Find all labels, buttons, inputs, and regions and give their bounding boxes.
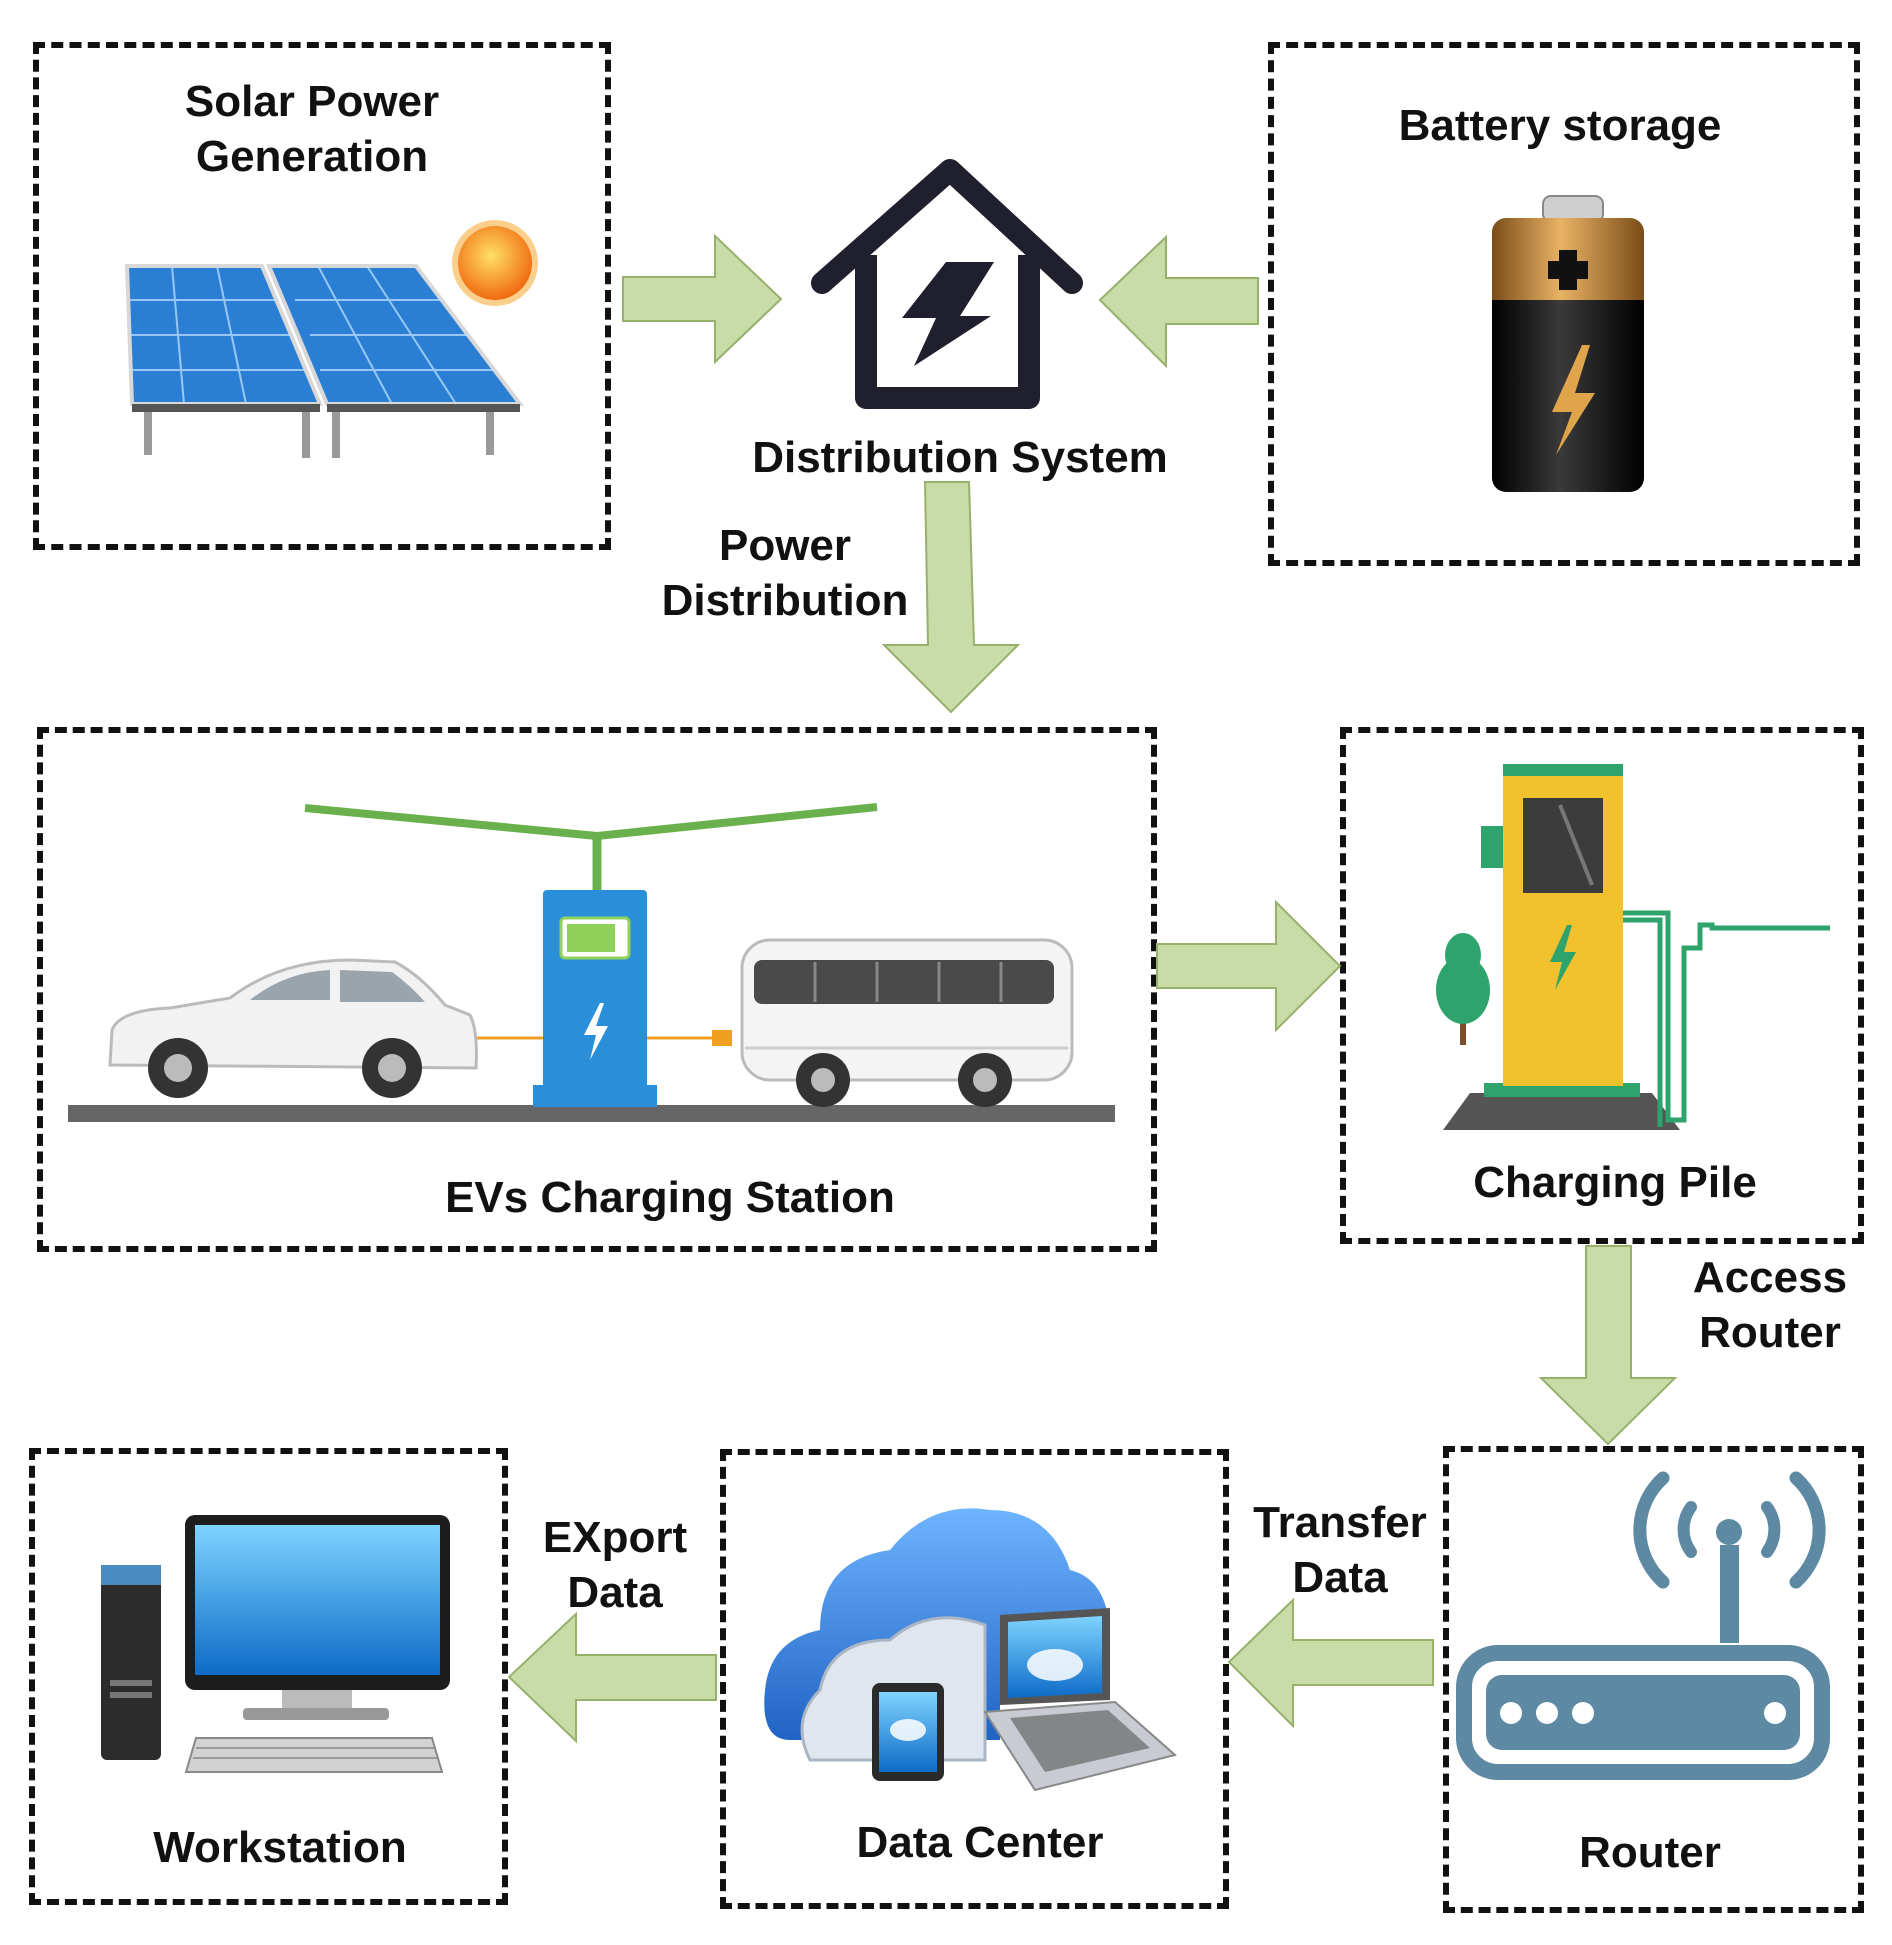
transfer-data-line2: Data — [1292, 1553, 1388, 1602]
solar-label-line2: Generation — [195, 132, 429, 181]
battery-label: Battery storage — [1398, 101, 1722, 150]
solar-label: Solar Power Generation — [132, 74, 492, 184]
arrow-router-to-data-center — [1227, 1597, 1434, 1729]
power-distribution-line2: Distribution — [661, 576, 909, 625]
data-center-box — [720, 1449, 1229, 1909]
arrow-data-center-to-workstation — [507, 1611, 717, 1744]
arrow-ev-station-to-charging-pile — [1156, 899, 1342, 1033]
charging-pile-box — [1340, 727, 1864, 1244]
ev-station-label: EVs Charging Station — [445, 1173, 895, 1222]
distribution-label: Distribution System — [752, 433, 1168, 482]
desktop-computer-icon — [101, 1515, 450, 1773]
wifi-router-icon — [1456, 1471, 1830, 1780]
export-data-line1: EXport — [542, 1513, 688, 1562]
arrow-charging-pile-to-router — [1538, 1245, 1678, 1446]
power-distribution-line1: Power — [718, 521, 852, 570]
workstation-label: Workstation — [153, 1823, 407, 1872]
ev-charging-scene-icon — [68, 803, 1115, 1122]
solar-panel-icon — [124, 220, 538, 458]
solar-label-line1: Solar Power — [184, 77, 440, 126]
ev-station-box — [37, 727, 1157, 1252]
arrow-solar-to-distribution — [622, 233, 783, 365]
router-label: Router — [1579, 1828, 1721, 1877]
router-box — [1443, 1446, 1864, 1913]
battery-box — [1268, 42, 1860, 566]
transfer-data-label: Transfer Data — [1240, 1495, 1440, 1605]
battery-icon — [1492, 195, 1644, 492]
power-distribution-label: Power Distribution — [640, 518, 930, 628]
access-router-label: Access Router — [1665, 1250, 1875, 1360]
arrow-distribution-to-ev-station — [881, 481, 1021, 714]
export-data-line2: Data — [567, 1568, 663, 1617]
workstation-box — [29, 1448, 508, 1905]
transfer-data-line1: Transfer — [1253, 1498, 1427, 1547]
access-router-line2: Router — [1699, 1308, 1841, 1357]
solar-box — [33, 42, 611, 550]
cloud-devices-icon — [764, 1508, 1178, 1792]
arrow-battery-to-distribution — [1098, 234, 1259, 369]
access-router-line1: Access — [1692, 1253, 1848, 1302]
charging-pile-icon — [1436, 764, 1830, 1130]
data-center-label: Data Center — [856, 1818, 1104, 1867]
export-data-label: EXport Data — [520, 1510, 710, 1620]
charging-pile-label: Charging Pile — [1473, 1158, 1757, 1207]
house-lightning-icon — [811, 159, 1083, 409]
